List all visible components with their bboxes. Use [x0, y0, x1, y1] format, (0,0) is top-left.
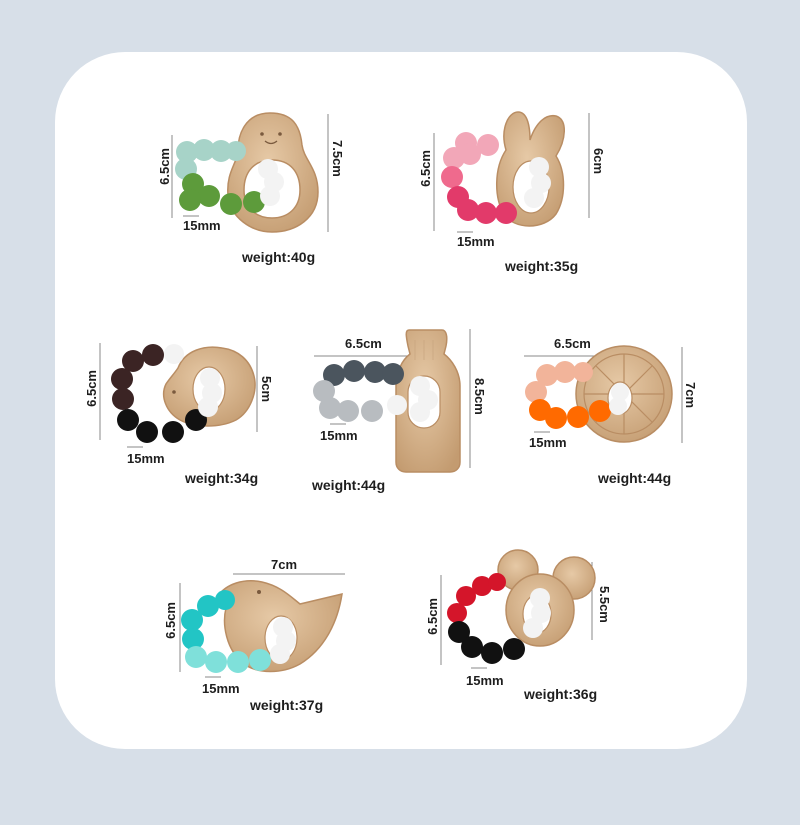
weight-label: weight:44g [312, 477, 386, 493]
mouse-teether [447, 549, 596, 664]
weight-label: weight:35g [505, 258, 579, 274]
hedgehog-teether [111, 344, 256, 443]
diameter-label: 6.5cm [345, 336, 382, 351]
bottle-teether [313, 329, 461, 473]
bunny-teether [441, 111, 565, 227]
diameter-label: 6.5cm [425, 598, 440, 635]
dimension-lines [99, 113, 683, 678]
diameter-label: 6.5cm [554, 336, 591, 351]
diameter-label: 7cm [271, 557, 298, 572]
orange-slice-teether [525, 345, 673, 443]
height-label: 8.5cm [472, 378, 487, 415]
height-label: 5.5cm [597, 586, 612, 623]
weight-label: weight:34g [185, 470, 259, 486]
bead-size-label: 15mm [320, 428, 358, 443]
avocado-teether [175, 112, 319, 233]
height-label: 6.5cm [163, 602, 178, 639]
weight-label: weight:37g [250, 697, 324, 713]
bead-size-label: 15mm [202, 681, 240, 696]
bead-size-label: 15mm [466, 673, 504, 688]
bead-size-label: 15mm [529, 435, 567, 450]
diameter-label: 6.5cm [84, 370, 99, 407]
weight-label: weight:36g [524, 686, 598, 702]
diameter-label: 6.5cm [157, 148, 172, 185]
diameter-label: 6.5cm [418, 150, 433, 187]
weight-label: weight:40g [242, 249, 316, 265]
bead-size-label: 15mm [127, 451, 165, 466]
bead-size-label: 15mm [457, 234, 495, 249]
height-label: 7cm [683, 382, 698, 409]
bird-teether [181, 580, 343, 673]
weight-label: weight:44g [598, 470, 672, 486]
bead-size-label: 15mm [183, 218, 221, 233]
height-label: 7.5cm [330, 140, 345, 177]
height-label: 5cm [259, 376, 274, 403]
height-label: 6cm [591, 148, 606, 175]
